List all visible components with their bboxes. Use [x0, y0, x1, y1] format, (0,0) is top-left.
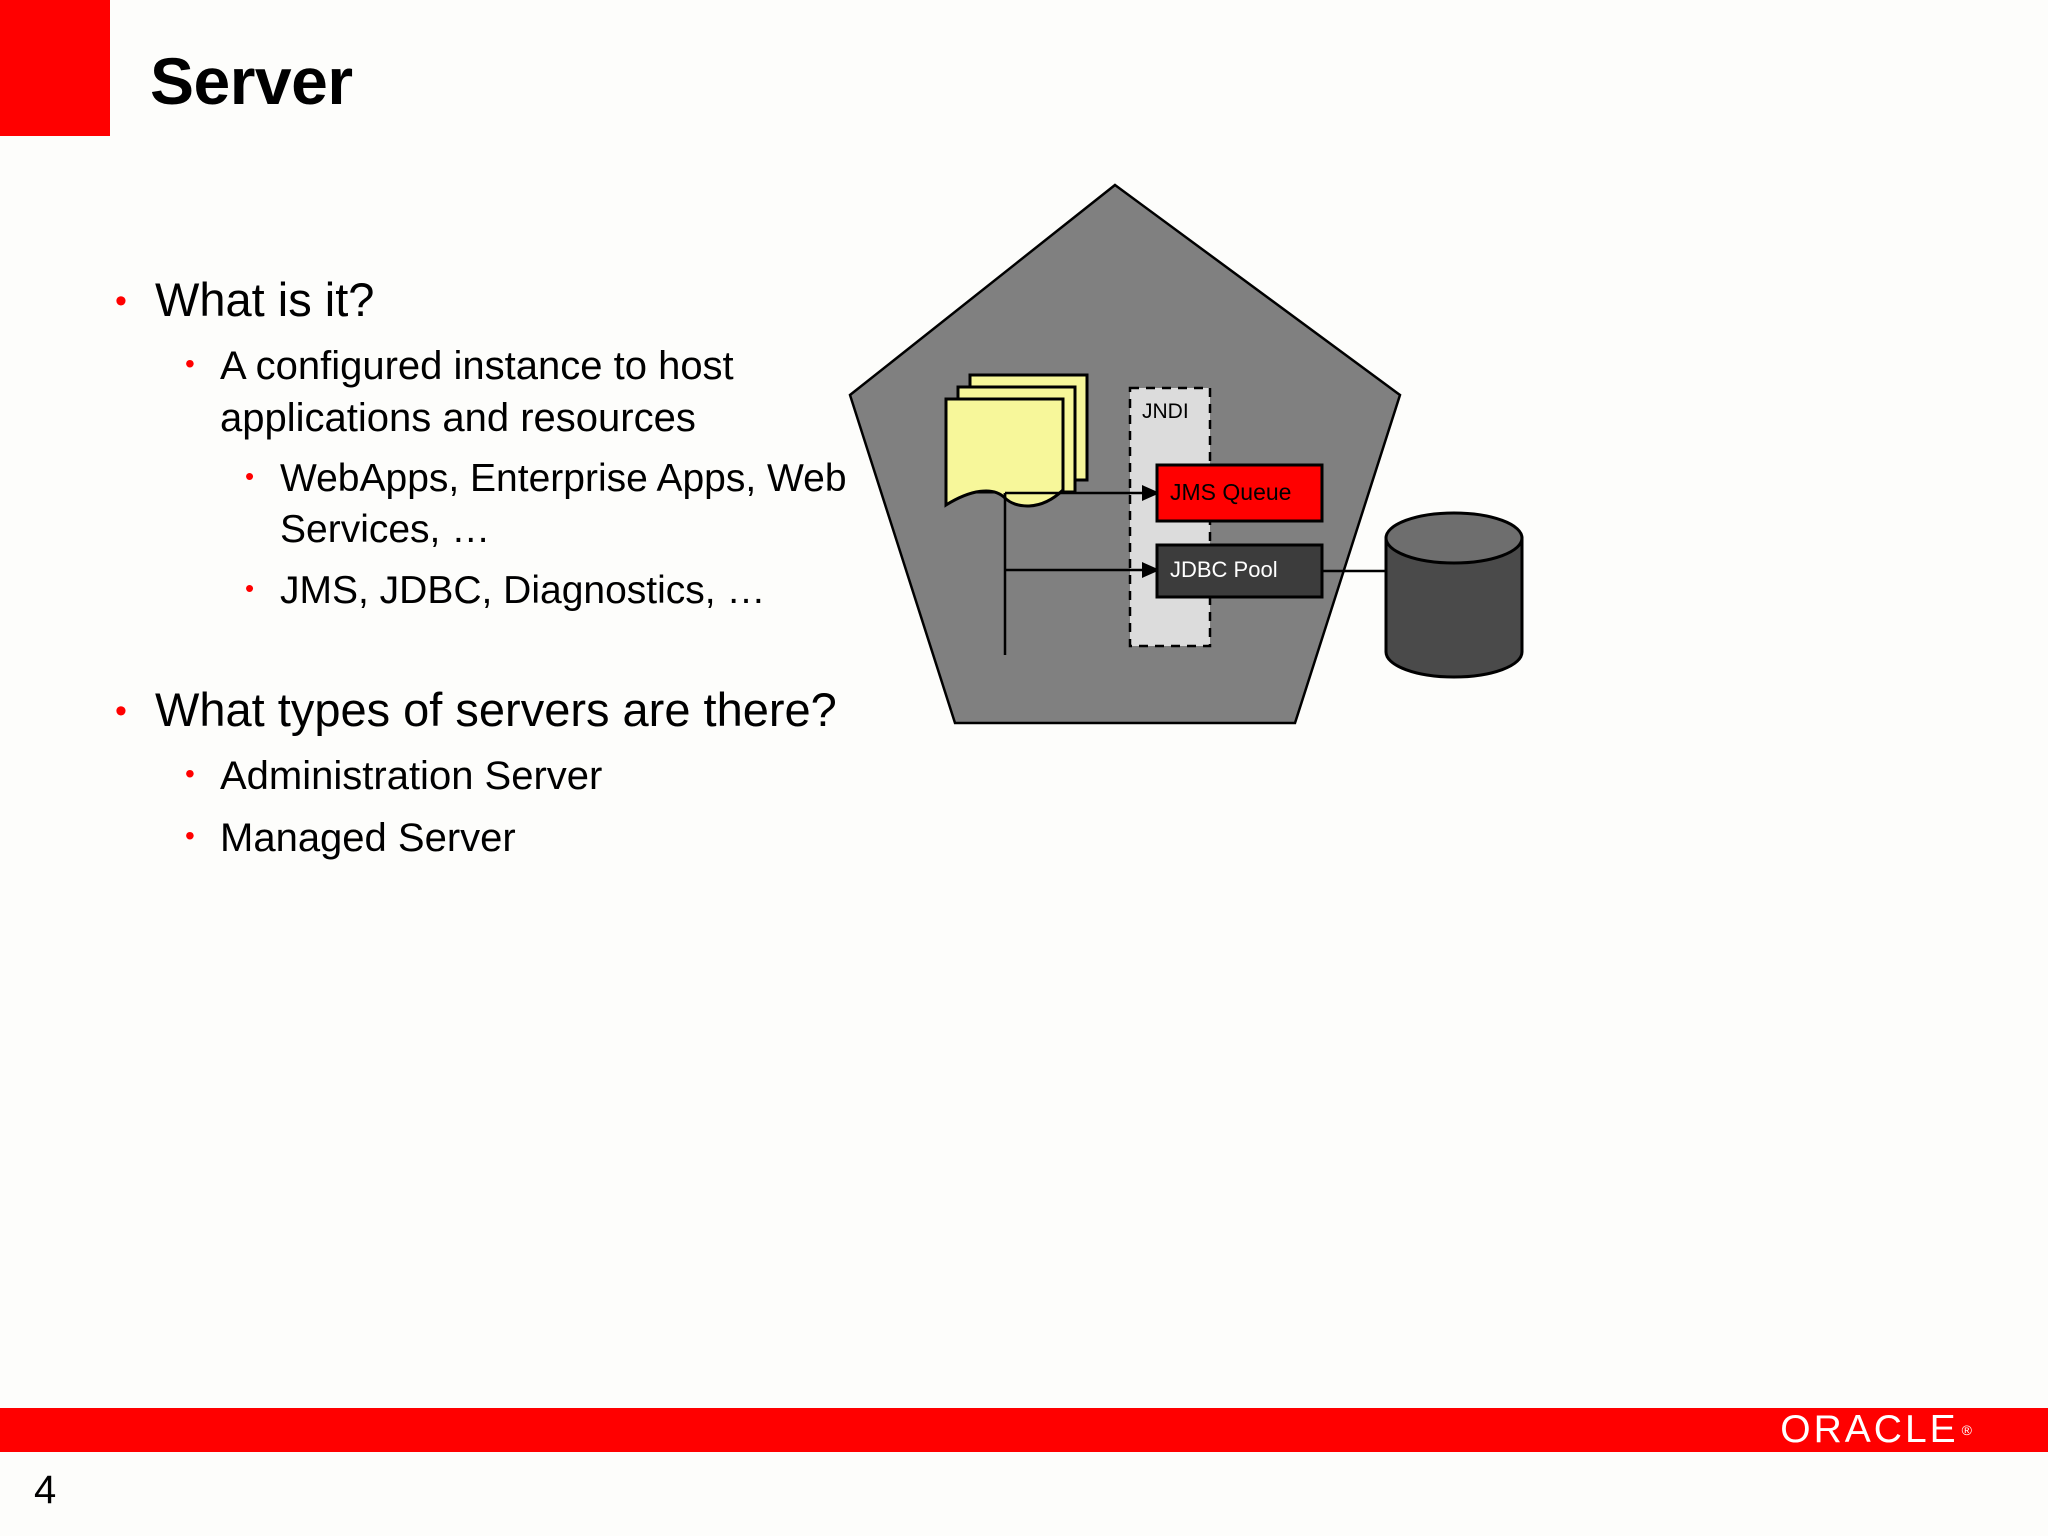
bullet-dot-icon: •: [245, 572, 255, 603]
corner-accent-block: [0, 0, 110, 136]
bullet-text: What types of servers are there?: [155, 683, 837, 737]
section-spacer: [105, 616, 865, 680]
list-item: • What types of servers are there?: [105, 680, 865, 740]
jndi-label: JNDI: [1142, 400, 1189, 423]
server-architecture-diagram: JNDI JMS Queue JDBC Pool: [830, 160, 1550, 740]
page-number: 4: [34, 1468, 57, 1512]
registered-trademark-icon: ®: [1961, 1422, 1972, 1438]
bullet-list: • What is it? • A configured instance to…: [105, 270, 865, 864]
list-item: • A configured instance to host applicat…: [105, 340, 865, 444]
list-item: • JMS, JDBC, Diagnostics, …: [105, 566, 865, 617]
connector-apps-to-jms: [1003, 485, 1160, 655]
jms-queue-box: [1155, 463, 1324, 523]
oracle-wordmark: ORACLE: [1780, 1408, 1959, 1451]
connector-apps-to-jdbc: [1005, 562, 1160, 578]
bullet-text: What is it?: [155, 273, 375, 326]
bullet-dot-icon: •: [185, 348, 195, 380]
database-cylinder-icon: [1384, 511, 1524, 679]
footer-bar: [0, 1408, 2048, 1452]
page-title: Server: [150, 44, 353, 118]
jms-queue-label: JMS Queue: [1170, 479, 1291, 505]
bullet-dot-icon: •: [115, 282, 127, 320]
pentagon-server-shape: [848, 183, 1402, 725]
jdbc-pool-box: [1155, 543, 1324, 599]
list-item: • Administration Server: [105, 750, 865, 802]
list-item: • WebApps, Enterprise Apps, Web Services…: [105, 454, 865, 555]
bullet-dot-icon: •: [185, 820, 195, 852]
jdbc-pool-label: JDBC Pool: [1170, 557, 1278, 582]
bullet-dot-icon: •: [245, 461, 255, 492]
bullet-text: JMS, JDBC, Diagnostics, …: [280, 568, 766, 612]
bullet-text: Administration Server: [220, 754, 603, 799]
list-item: • What is it?: [105, 270, 865, 330]
oracle-logo: ORACLE®: [1780, 1408, 1972, 1452]
bullet-dot-icon: •: [115, 692, 127, 731]
bullet-dot-icon: •: [185, 758, 195, 790]
bullet-text: WebApps, Enterprise Apps, Web Services, …: [280, 457, 847, 551]
bullet-text: Managed Server: [220, 816, 516, 861]
list-item: • Managed Server: [105, 812, 865, 864]
bullet-text: A configured instance to host applicatio…: [220, 344, 734, 441]
applications-stack-icon: [944, 373, 1089, 508]
